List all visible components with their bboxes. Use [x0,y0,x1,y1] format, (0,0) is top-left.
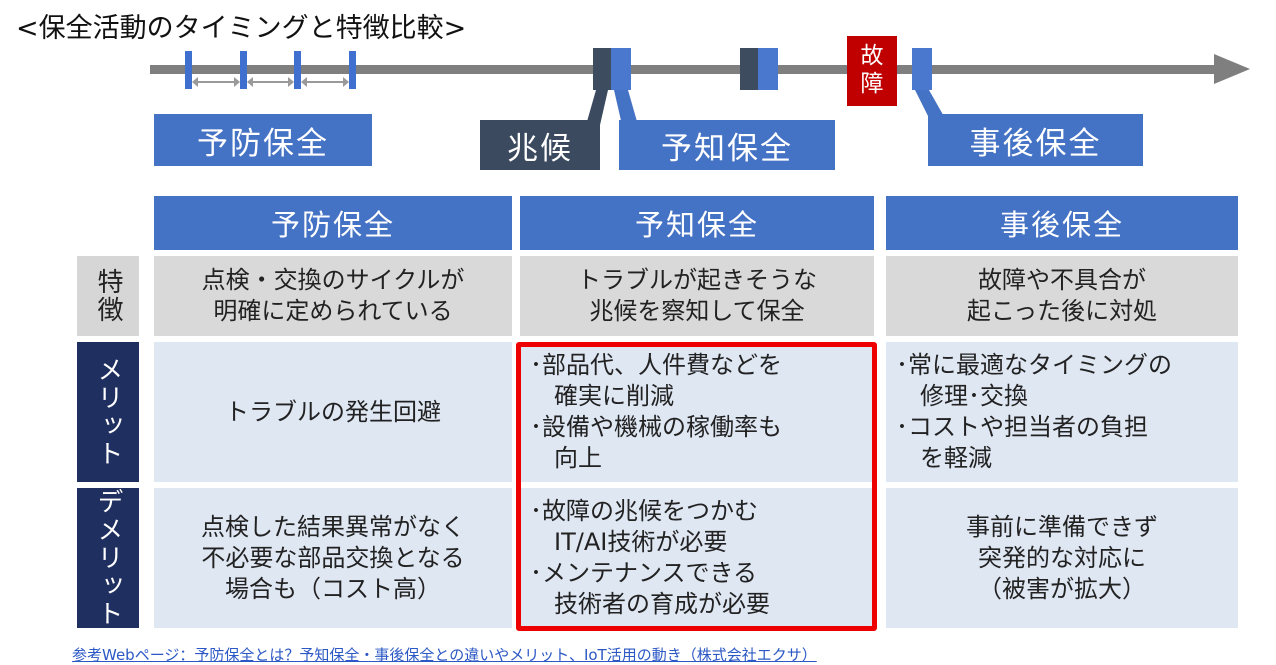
predictive-pointer [614,90,638,125]
fault-marker: 故 障 [847,36,897,106]
row-label-text: メリット [93,356,123,468]
row-label-text: デメリット [93,488,123,628]
interval-arrow [192,77,240,87]
timeline-label-breakdown: 事後保全 [928,114,1143,166]
timeline-label-predictive: 予知保全 [619,120,835,170]
header-predictive: 予知保全 [520,196,874,250]
timeline-label-sign: 兆候 [480,120,600,170]
fault-char: 障 [860,71,884,97]
cell-merits-breakdown: ･常に最適なタイミングの 修理･交換 ･コストや担当者の負担 を軽減 [886,342,1238,482]
predictive-marker [611,48,631,90]
row-label-text: 特徴 [93,268,123,324]
cell-line: ･メンテナンスできる [530,559,758,587]
cell-line: 場合も（コスト高） [225,574,441,603]
breakdown-pointer [915,90,946,120]
fault-char: 故 [860,43,884,69]
cell-line: 確実に削減 [530,382,674,410]
cell-line: 兆候を察知して保全 [589,297,805,325]
cell-line: 起こった後に対処 [966,297,1158,325]
cell-line: 修理･交換 [896,382,1028,410]
cell-merits-predictive: ･部品代、人件費などを 確実に削減 ･設備や機械の稼働率も 向上 [520,342,874,482]
inspection-tick [294,51,301,89]
interval-arrow [301,77,349,87]
inspection-tick [240,51,247,89]
cell-features-preventive: 点検・交換のサイクルが 明確に定められている [154,256,512,336]
timeline-label-preventive: 予防保全 [154,114,372,166]
inspection-tick [185,51,192,89]
cell-demerits-preventive: 点検した結果異常がなく 不必要な部品交換となる 場合も（コスト高） [154,488,512,628]
interval-arrow [247,77,294,87]
cell-line: 点検・交換のサイクルが [201,266,465,294]
cell-features-breakdown: 故障や不具合が 起こった後に対処 [886,256,1238,336]
cell-demerits-breakdown: 事前に準備できず 突発的な対応に （被害が拡大） [886,488,1238,628]
cell-line: トラブルが起きそうな [577,266,817,294]
timeline-axis [150,65,1220,74]
cell-line: IT/AI技術が必要 [530,528,728,556]
cell-line: 点検した結果異常がなく [201,512,465,541]
row-label-demerits: デメリット [77,488,139,628]
cell-line: 事前に準備できず [966,512,1158,541]
cell-line: 明確に定められている [213,297,453,325]
cell-merits-preventive: トラブルの発生回避 [154,342,512,482]
cell-line: ･設備や機械の稼働率も [530,413,782,441]
predictive-marker [758,48,778,90]
cell-line: 技術者の育成が必要 [530,590,770,618]
inspection-tick [349,51,356,89]
sign-marker [740,48,760,90]
row-label-features: 特徴 [77,256,139,336]
header-preventive: 予防保全 [154,196,512,250]
timeline-arrow-icon [1214,54,1250,84]
cell-line: ･部品代、人件費などを [530,351,782,379]
row-label-merits: メリット [77,342,139,482]
highlight-frame-predictive [516,342,877,631]
cell-line: 向上 [530,444,602,472]
cell-line: 故障や不具合が [977,266,1146,294]
cell-line: （被害が拡大） [978,574,1146,603]
cell-demerits-predictive: ･故障の兆候をつかむ IT/AI技術が必要 ･メンテナンスできる 技術者の育成が… [520,488,874,628]
breakdown-marker [912,48,932,90]
reference-link[interactable]: 参考Webページ：予防保全とは？予知保全・事後保全との違いやメリット、IoT活用… [72,646,817,664]
cell-line: ･常に最適なタイミングの [896,351,1172,379]
cell-line: トラブルの発生回避 [225,397,441,426]
cell-line: 不必要な部品交換となる [201,543,465,572]
cell-line: ･コストや担当者の負担 [896,413,1148,441]
cell-line: 突発的な対応に [978,543,1146,572]
cell-features-predictive: トラブルが起きそうな 兆候を察知して保全 [520,256,874,336]
cell-line: ･故障の兆候をつかむ [530,497,758,525]
sign-pointer [586,90,608,125]
page-title: <保全活動のタイミングと特徴比較> [16,13,467,44]
header-breakdown: 事後保全 [886,196,1238,250]
callout-pointers [586,90,946,125]
sign-marker [593,48,613,90]
cell-line: を軽減 [896,444,992,472]
